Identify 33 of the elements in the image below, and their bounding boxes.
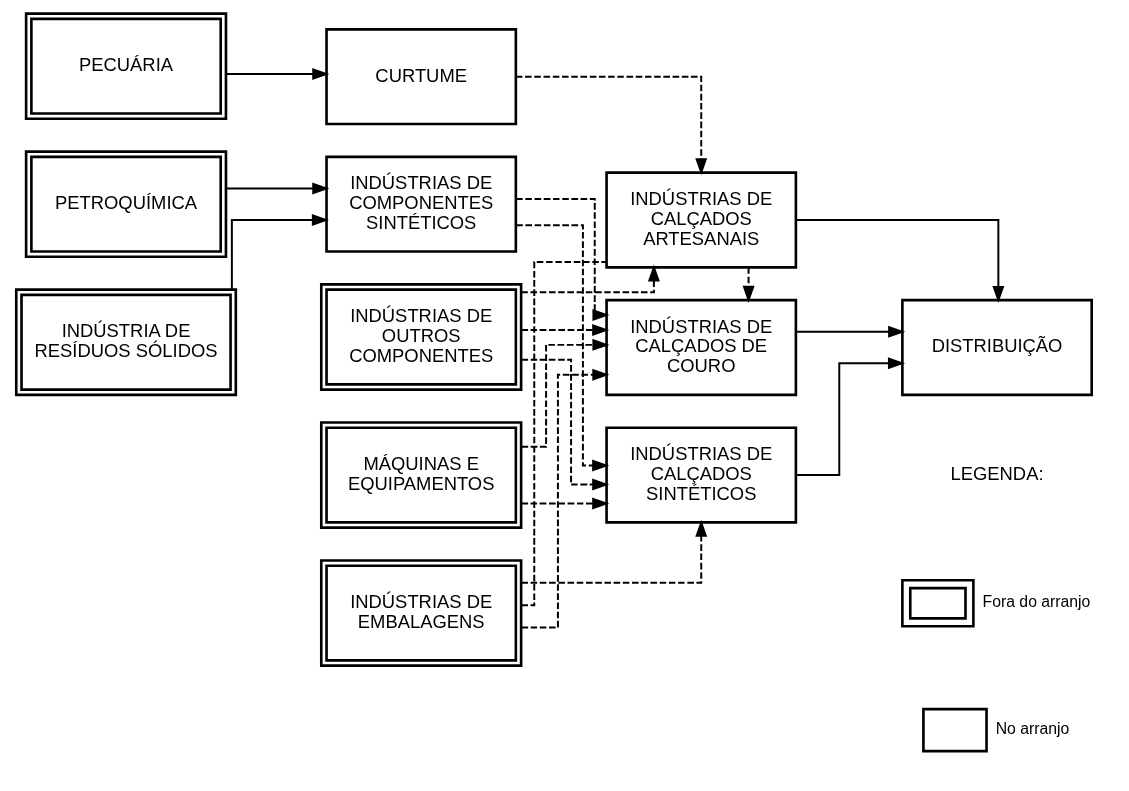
arrow <box>795 325 906 338</box>
arrow <box>225 182 330 195</box>
node-box: INDÚSTRIAS DE OUTROS COMPONENTES <box>319 283 523 391</box>
node-box: PETROQUÍMICA <box>24 150 228 259</box>
arrow <box>795 219 1005 303</box>
arrow <box>742 266 755 303</box>
node-box: INDÚSTRIAS DE CALÇADOS DE COURO <box>605 298 798 397</box>
arrow <box>520 338 610 448</box>
arrow <box>230 214 329 291</box>
label: LEGENDA: <box>950 462 1044 484</box>
node-box: MÁQUINAS E EQUIPAMENTOS <box>319 421 523 529</box>
node-box: CURTUME <box>325 28 518 126</box>
arrow <box>520 368 610 629</box>
arrow <box>225 68 330 81</box>
node-box: DISTRIBUIÇÃO <box>901 298 1094 397</box>
arrow <box>515 75 708 176</box>
arrow <box>515 224 610 472</box>
arrow <box>520 324 610 336</box>
legend-label: Fora do arranjo <box>982 593 1091 611</box>
arrow <box>520 264 660 294</box>
arrow <box>520 358 610 491</box>
node-box: INDÚSTRIAS DE COMPONENTES SINTÉTICOS <box>325 155 518 253</box>
node-box: INDÚSTRIAS DE EMBALAGENS <box>319 559 523 667</box>
connector <box>520 261 608 607</box>
node-box: INDÚSTRIAS DE CALÇADOS ARTESANAIS <box>605 171 798 269</box>
legend-label: No arranjo <box>995 720 1070 738</box>
arrow <box>795 357 906 477</box>
node-box: PECUÁRIA <box>24 12 228 121</box>
node-box: INDÚSTRIAS DE CALÇADOS SINTÉTICOS <box>605 426 798 524</box>
node-box: INDÚSTRIA DE RESÍDUOS SÓLIDOS <box>14 288 238 397</box>
arrow <box>515 197 610 322</box>
arrow <box>520 497 610 510</box>
arrow <box>520 519 708 584</box>
